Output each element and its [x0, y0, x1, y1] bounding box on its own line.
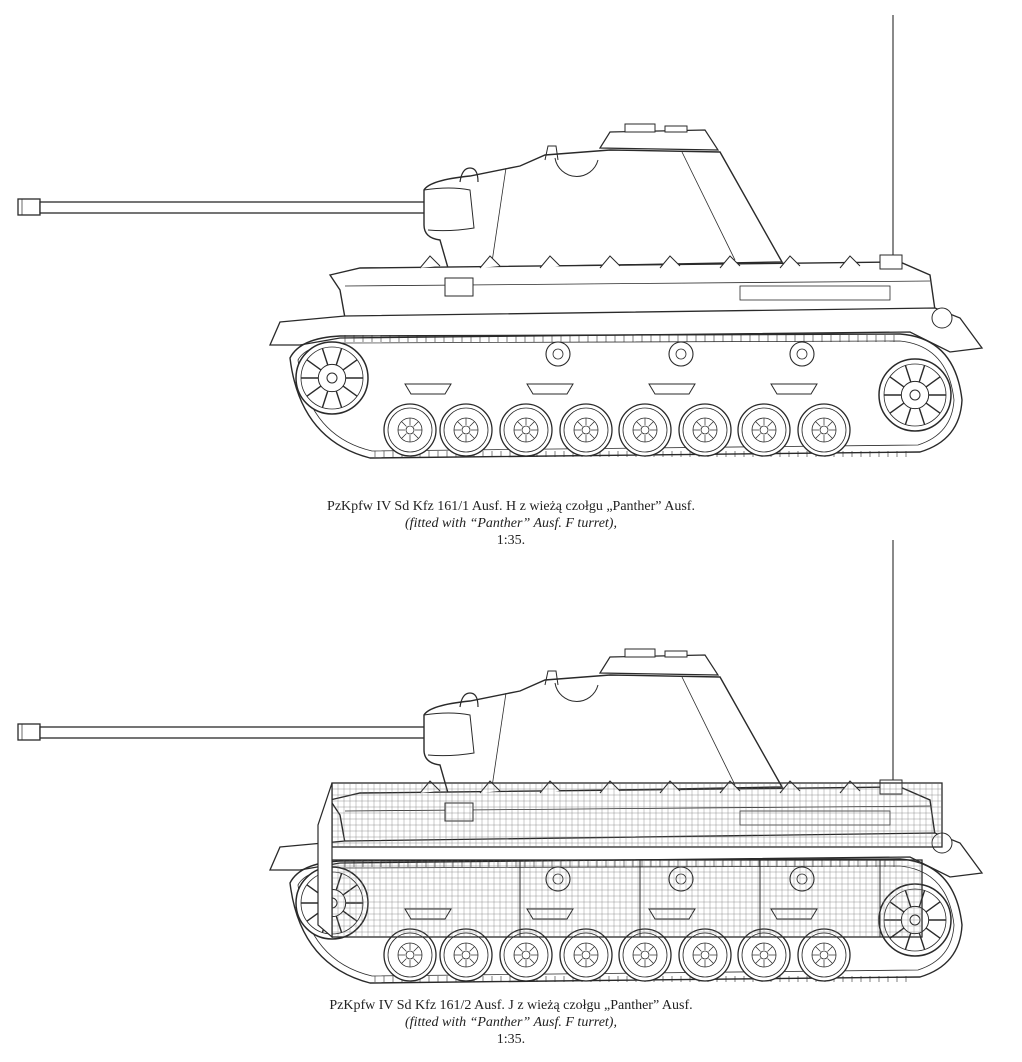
hull-lower: [269, 832, 984, 878]
lifting-hook: [459, 167, 479, 183]
caption-title: PzKpfw IV Sd Kfz 161/2 Ausf. J z wieżą c…: [329, 998, 693, 1013]
return-roller: [789, 341, 815, 367]
road-wheel: [559, 403, 613, 457]
road-wheel: [499, 928, 553, 982]
road-wheel: [678, 928, 732, 982]
tank-drawing-ausf-j: [0, 525, 1022, 1005]
hull-side-armor: [331, 859, 923, 938]
tow-shackle: [931, 307, 953, 329]
caption-title: PzKpfw IV Sd Kfz 161/1 Ausf. H z wieżą c…: [327, 499, 695, 514]
road-wheel: [618, 928, 672, 982]
caption-scale: 1:35.: [496, 1032, 526, 1047]
hull: [269, 254, 984, 353]
tank-side-view-ausf-j: [17, 540, 984, 984]
turret: [423, 123, 784, 269]
road-wheel: [737, 403, 791, 457]
road-wheel: [797, 403, 851, 457]
return-roller: [545, 341, 571, 367]
commander-cupola: [598, 654, 720, 676]
tank-drawing-ausf-h: [0, 0, 1022, 480]
front-plate: [317, 782, 333, 939]
tank: [17, 15, 984, 459]
road-wheel: [383, 928, 437, 982]
idler-wheel: [878, 358, 952, 432]
hull-lower: [269, 307, 984, 353]
return-roller: [545, 866, 571, 892]
road-wheel: [383, 403, 437, 457]
road-wheel: [499, 403, 553, 457]
track: [289, 333, 963, 459]
return-roller: [668, 866, 694, 892]
road-wheel: [439, 928, 493, 982]
return-roller: [789, 866, 815, 892]
gun-barrel: [17, 198, 427, 216]
caption-scale: 1:35.: [496, 533, 526, 548]
road-wheel: [439, 403, 493, 457]
commander-cupola: [598, 129, 720, 151]
bogie-bracket: [648, 383, 696, 395]
caption-ausf-j: PzKpfw IV Sd Kfz 161/2 Ausf. J z wieżą c…: [0, 997, 1022, 1048]
caption-subtitle: (fitted with “Panther” Ausf. F turret),: [405, 516, 617, 531]
caption-subtitle: (fitted with “Panther” Ausf. F turret),: [405, 1015, 617, 1030]
bogie-bracket: [770, 383, 818, 395]
road-wheel: [737, 928, 791, 982]
road-wheel: [678, 403, 732, 457]
road-wheel: [559, 928, 613, 982]
return-roller: [668, 341, 694, 367]
caption-ausf-h: PzKpfw IV Sd Kfz 161/1 Ausf. H z wieżą c…: [0, 498, 1022, 549]
tank-side-view-ausf-h: [17, 15, 984, 459]
bogie-bracket: [404, 383, 452, 395]
tank: [17, 540, 984, 984]
bogie-bracket: [526, 383, 574, 395]
drive-sprocket: [295, 341, 369, 415]
lifting-hook: [459, 692, 479, 708]
mesh-schurzen: [317, 782, 943, 939]
gun-barrel: [17, 723, 427, 741]
turret: [423, 648, 784, 794]
road-wheel: [618, 403, 672, 457]
